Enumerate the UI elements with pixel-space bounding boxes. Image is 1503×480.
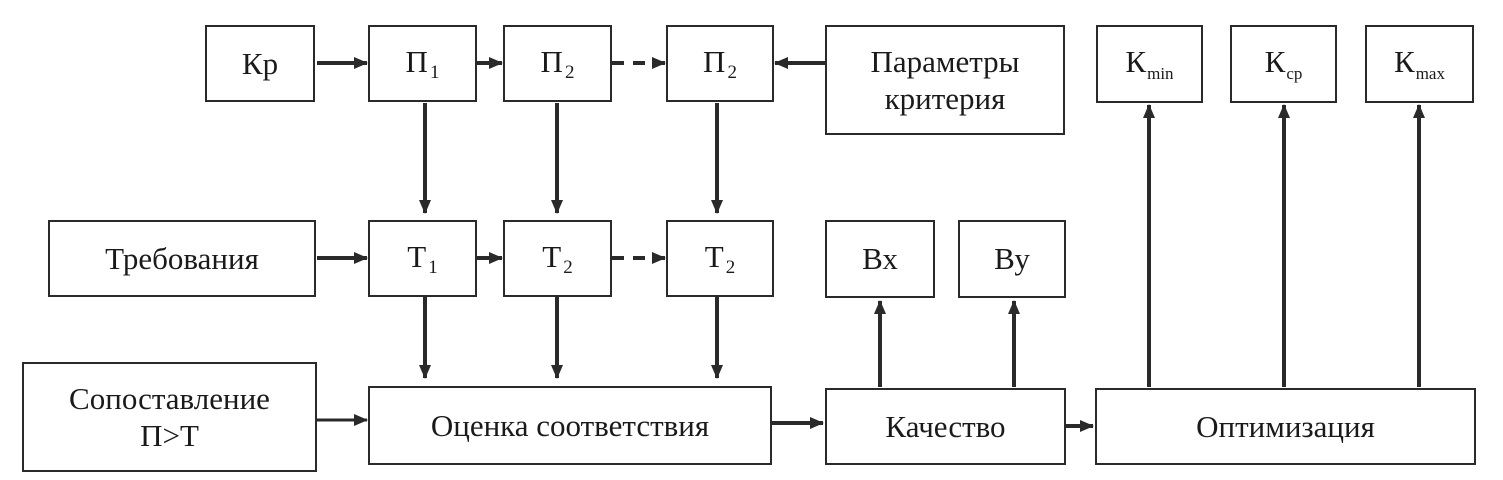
kcp-label: Кср: [1264, 44, 1303, 84]
comparison-line2: П>Т: [140, 418, 199, 453]
comparison-box: Сопоставление П>Т: [22, 362, 317, 472]
kmin-box: Кmin: [1096, 25, 1203, 103]
requirements-label: Требования: [105, 240, 259, 276]
assessment-box: Оценка соответствия: [368, 386, 772, 465]
bx-box: Вх: [825, 220, 935, 298]
optimization-label: Оптимизация: [1196, 408, 1375, 444]
comparison-line1: Сопоставление: [69, 380, 270, 416]
kr-box: Кр: [205, 25, 315, 102]
optimization-box: Оптимизация: [1095, 388, 1476, 465]
by-box: Ву: [958, 220, 1066, 298]
assessment-label: Оценка соответствия: [430, 407, 710, 443]
by-label: Ву: [994, 241, 1030, 277]
requirements-box: Требования: [48, 220, 316, 297]
kr-label: Кр: [241, 45, 279, 81]
criteria-params-line2: критерия: [884, 81, 1006, 116]
kmin-label: Кmin: [1125, 44, 1174, 84]
criteria-params-box: Параметры критерия: [825, 25, 1065, 135]
kcp-box: Кср: [1230, 25, 1337, 103]
criteria-params-line1: Параметры: [870, 43, 1020, 79]
kmax-label: Кmax: [1394, 44, 1445, 84]
quality-box: Качество: [825, 388, 1066, 465]
kmax-box: Кmax: [1365, 25, 1474, 103]
bx-label: Вх: [862, 241, 898, 277]
quality-label: Качество: [885, 408, 1006, 444]
